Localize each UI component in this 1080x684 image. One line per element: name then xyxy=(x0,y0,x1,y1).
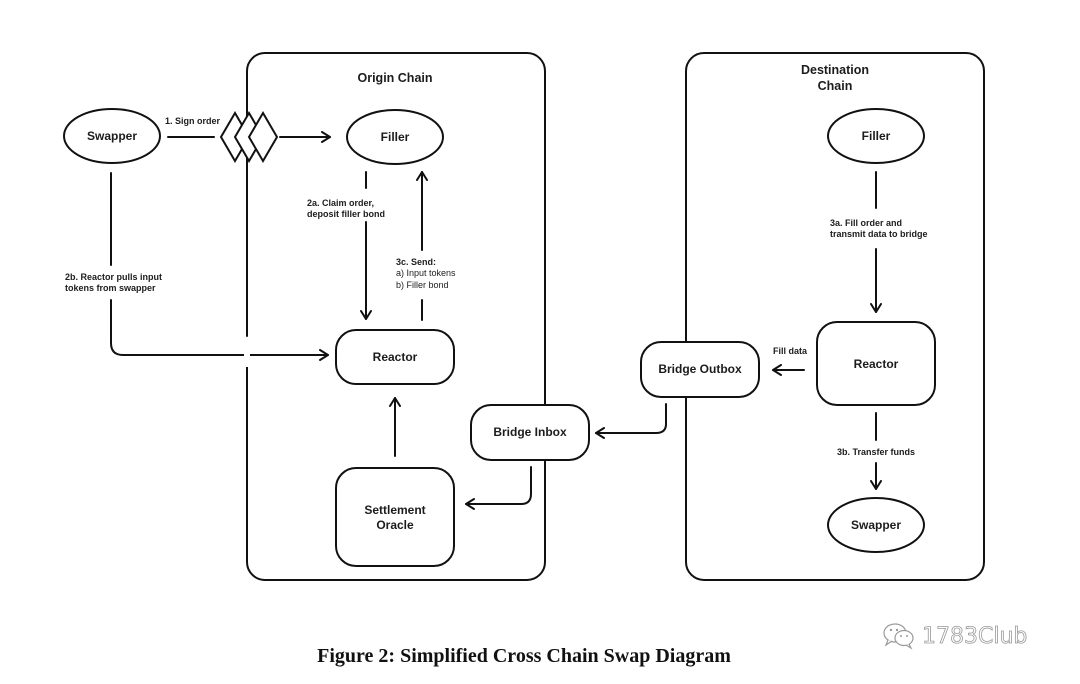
reactor-origin-label: Reactor xyxy=(373,350,418,364)
outbox-to-inbox-edge xyxy=(595,403,667,439)
reactor-pulls-label-line1: 2b. Reactor pulls input xyxy=(65,272,162,282)
origin-chain-container xyxy=(246,52,546,581)
settlement-oracle-node xyxy=(335,467,455,567)
claim-order-label-line2: deposit filler bond xyxy=(307,209,385,219)
destination-chain-container xyxy=(685,52,985,581)
filler-origin-node xyxy=(346,109,444,165)
watermark: 1783Club xyxy=(882,622,1028,650)
swapper-dest-node xyxy=(827,497,925,553)
send-label-line2: a) Input tokens xyxy=(396,268,456,278)
fill-data-label: Fill data xyxy=(773,346,808,356)
claim-order-label-line1: 2a. Claim order, xyxy=(307,198,374,208)
figure-caption: Figure 2: Simplified Cross Chain Swap Di… xyxy=(317,645,731,667)
watermark-text: 1783Club xyxy=(922,623,1028,649)
fill-order-label-line1: 3a. Fill order and xyxy=(830,218,902,228)
wechat-icon xyxy=(883,623,914,650)
destination-chain-title-line2: Chain xyxy=(818,79,853,93)
bridge-outbox-node xyxy=(640,341,760,398)
destination-chain-title-line1: Destination xyxy=(801,63,869,77)
send-label-line1: 3c. Send: xyxy=(396,257,436,267)
swapper-dest-label: Swapper xyxy=(851,518,901,532)
reactor-dest-node xyxy=(816,321,936,406)
filler-dest-node xyxy=(827,108,925,164)
sign-order-label: 1. Sign order xyxy=(165,116,221,126)
settlement-oracle-label-line1: Settlement xyxy=(364,503,425,517)
reactor-dest-label: Reactor xyxy=(854,357,899,371)
reactor-pulls-label-line2: tokens from swapper xyxy=(65,283,156,293)
send-label-line3: b) Filler bond xyxy=(396,280,449,290)
filler-origin-label: Filler xyxy=(381,130,410,144)
signed-order-icon xyxy=(219,111,279,163)
swapper-origin-node xyxy=(63,108,161,164)
transfer-funds-label: 3b. Transfer funds xyxy=(837,447,915,457)
bridge-outbox-label: Bridge Outbox xyxy=(658,362,742,376)
origin-chain-title: Origin Chain xyxy=(358,71,433,85)
filler-dest-label: Filler xyxy=(862,129,891,143)
fill-order-label-line2: transmit data to bridge xyxy=(830,229,928,239)
bridge-inbox-node xyxy=(470,404,590,461)
bridge-inbox-label: Bridge Inbox xyxy=(493,425,567,439)
reactor-pulls-edge-b xyxy=(110,299,329,361)
swapper-origin-label: Swapper xyxy=(87,129,137,143)
inbox-to-oracle-edge xyxy=(465,466,532,510)
reactor-origin-node xyxy=(335,329,455,385)
settlement-oracle-label-line2: Oracle xyxy=(376,518,414,532)
